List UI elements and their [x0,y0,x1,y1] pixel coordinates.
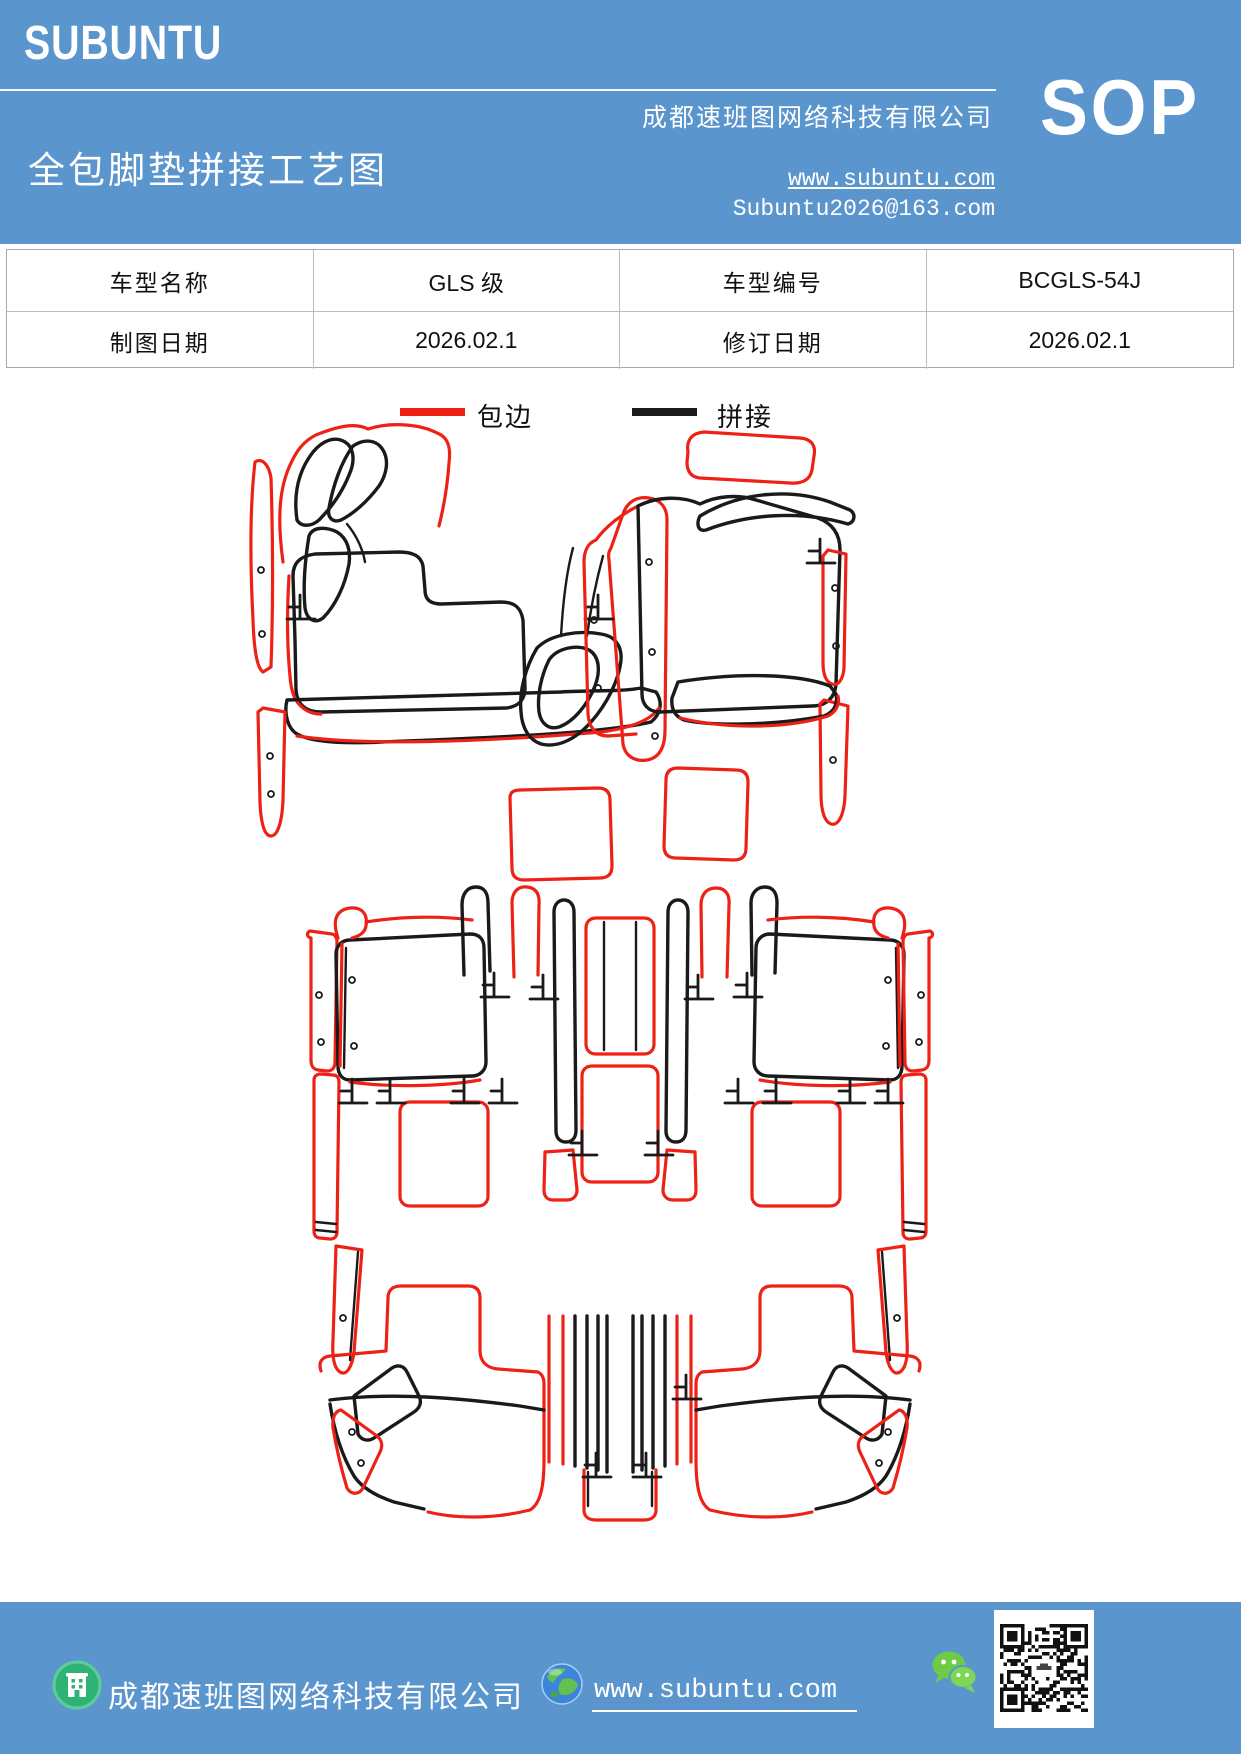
rear-row-group [318,1284,922,1522]
table-value-revision-date: 2026.02.1 [1028,327,1131,353]
footer-company-name: 成都速班图网络科技有限公司 [108,1681,524,1714]
front-left-mat [249,423,669,838]
header-website-link[interactable]: www.subuntu.com [787,166,995,192]
table-label-drawing-date: 制图日期 [7,312,314,369]
alignment-dots [257,558,659,798]
table-label-vehicle-name: 车型名称 [7,250,314,312]
rear-right-wing [671,1284,922,1519]
company-logo: SUBUNTU [24,17,223,70]
footer: 成都速班图网络科技有限公司 www.subuntu.com [0,1602,1241,1754]
front-row-group [249,423,856,882]
middle-right-mat [752,906,907,1088]
table-value-drawing-date: 2026.02.1 [314,312,620,369]
legend-label-splicing: 拼接 [717,403,774,432]
front-right-mat [508,430,856,882]
alignment-marks [479,971,764,1157]
alignment-dots [590,584,840,764]
page-title: 全包脚垫拼接工艺图 [28,151,388,192]
middle-row-group [305,885,935,1375]
wechat-icon [932,1651,978,1693]
globe-icon [541,1663,583,1705]
vehicle-info-table: 车型名称 GLS 级 车型编号 BCGLS-54J 制图日期 2026.02.1… [6,249,1234,369]
table-label-model-code: 车型编号 [620,250,927,312]
alignment-marks [285,593,615,621]
legend-swatch-splicing [632,408,697,416]
table-label-revision-date: 修订日期 [620,312,927,369]
rear-center-strips [547,1314,693,1522]
rear-left-wing [318,1284,546,1519]
middle-right-strips [876,929,935,1375]
qr-code [994,1610,1094,1728]
legend-label-binding: 包边 [477,403,534,432]
legend-swatch-binding [400,408,465,416]
header-email[interactable]: Subuntu2026@163.com [732,196,995,222]
alignment-marks [337,1077,905,1105]
middle-center-strips [460,885,779,1202]
header-divider-line [0,89,996,91]
qr-pattern [1000,1624,1088,1712]
building-icon [52,1660,102,1710]
header-company-name: 成都速班图网络科技有限公司 [641,105,993,132]
middle-lower-pads [398,1100,842,1208]
alignment-marks [805,537,837,565]
middle-left-strips [305,929,364,1375]
header: SUBUNTU 全包脚垫拼接工艺图 成都速班图网络科技有限公司 SOP www.… [0,0,1241,244]
sop-badge: SOP [1040,63,1200,151]
table-value-vehicle-name: GLS 级 [313,250,620,312]
table-value-model-code: BCGLS-54J [926,250,1233,312]
footer-website-link[interactable]: www.subuntu.com [592,1676,858,1712]
middle-left-mat [333,906,488,1088]
